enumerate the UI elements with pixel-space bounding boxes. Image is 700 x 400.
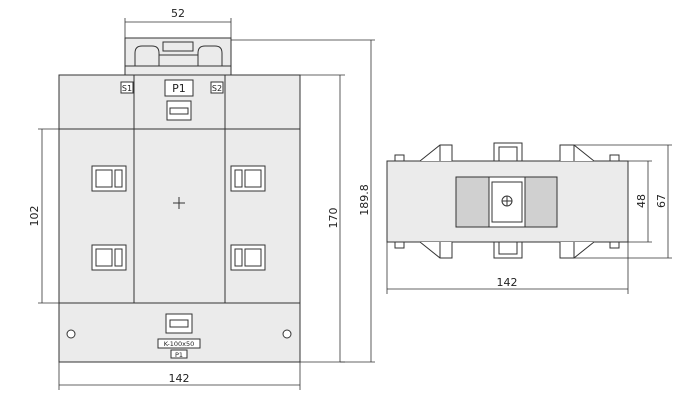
- p1-top-label: P1: [172, 82, 186, 95]
- p1-top-terminal: [164, 79, 194, 97]
- bottom-connector: [165, 313, 193, 334]
- dim-side-inner-height: 48: [635, 194, 648, 208]
- dim-top-width: 52: [171, 7, 185, 20]
- side-view: [386, 142, 629, 259]
- s2-label: S2: [212, 84, 222, 93]
- left-clip-lower: [91, 244, 127, 271]
- s1-label-box: [120, 81, 134, 94]
- side-top-bracket-right: [559, 144, 620, 162]
- mounting-hole-left: [66, 329, 76, 339]
- center-cross-mark: [173, 197, 185, 209]
- front-view: [58, 37, 301, 363]
- nameplate-p1-box: [170, 349, 188, 359]
- front-dimension-lines: [38, 18, 375, 390]
- left-clip-upper: [91, 165, 127, 192]
- side-bottom-bracket-center: [493, 241, 523, 259]
- side-bottom-bracket-right: [559, 241, 620, 259]
- dim-side-width: 142: [497, 276, 518, 289]
- s1-label: S1: [122, 84, 132, 93]
- nameplate-model-label: K-100x50: [164, 340, 194, 348]
- side-dimension-lines: [386, 144, 672, 294]
- dim-right-height-inner: 170: [327, 208, 340, 229]
- dim-bottom-width: 142: [169, 372, 190, 385]
- side-bottom-bracket-left: [394, 241, 453, 259]
- right-clip-upper: [230, 165, 266, 192]
- s2-label-box: [210, 81, 224, 94]
- top-terminal-block: [124, 37, 232, 76]
- dim-right-height-outer: 189.8: [358, 184, 371, 216]
- mounting-hole-right: [282, 329, 292, 339]
- nameplate-model-box: [157, 338, 201, 349]
- nameplate-p1-label: P1: [175, 351, 183, 359]
- side-top-bracket-center: [493, 142, 523, 162]
- right-clip-lower: [230, 244, 266, 271]
- p1-connector: [166, 100, 192, 121]
- dim-left-height: 102: [28, 206, 41, 227]
- front-center-window: [133, 128, 226, 304]
- side-top-bracket-left: [394, 144, 453, 162]
- dim-side-outer-height: 67: [655, 194, 668, 208]
